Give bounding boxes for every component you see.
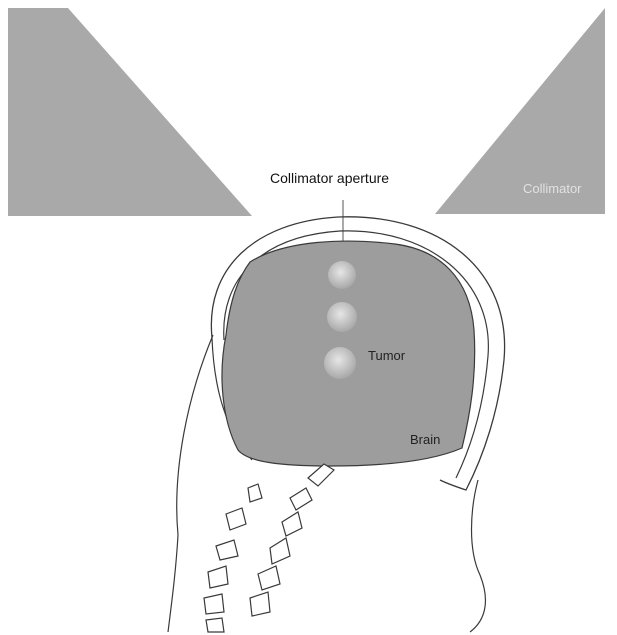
tumor-sphere-3 [324, 347, 356, 379]
vertebra [208, 566, 228, 588]
spine-vertebrae [204, 464, 334, 632]
vertebra [248, 484, 262, 502]
tumor-label: Tumor [368, 348, 406, 363]
collimator-aperture-label: Collimator aperture [270, 170, 389, 186]
brain-label: Brain [410, 432, 440, 447]
vertebra [204, 594, 224, 614]
vertebra [216, 540, 238, 560]
tumor-sphere-1 [328, 261, 356, 289]
vertebra [290, 488, 312, 510]
vertebra [282, 512, 302, 536]
vertebra [270, 538, 290, 564]
vertebra [226, 508, 246, 530]
vertebra [308, 464, 334, 486]
collimator-left-block [8, 8, 252, 216]
vertebra [250, 592, 270, 616]
tumor-sphere-2 [327, 302, 357, 332]
collimator-label: Collimator [523, 181, 582, 196]
vertebra [206, 618, 224, 632]
vertebra [258, 566, 280, 590]
